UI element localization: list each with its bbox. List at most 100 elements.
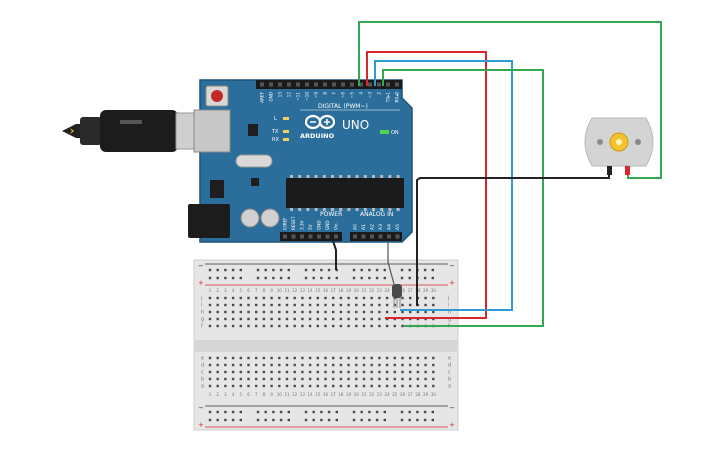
breadboard-hole[interactable]	[416, 418, 419, 422]
breadboard-hole[interactable]	[255, 296, 258, 300]
breadboard-hole[interactable]	[432, 370, 435, 374]
breadboard-hole[interactable]	[262, 317, 266, 321]
breadboard-hole[interactable]	[308, 303, 312, 307]
breadboard-hole[interactable]	[224, 356, 227, 360]
breadboard-hole[interactable]	[416, 370, 420, 374]
breadboard-hole[interactable]	[385, 310, 389, 314]
breadboard-hole[interactable]	[278, 370, 281, 374]
breadboard-hole[interactable]	[355, 317, 358, 321]
breadboard-hole[interactable]	[339, 377, 343, 381]
breadboard-hole[interactable]	[285, 310, 289, 314]
breadboard-hole[interactable]	[332, 303, 335, 307]
breadboard-hole[interactable]	[401, 324, 404, 328]
breadboard-hole[interactable]	[262, 384, 266, 388]
breadboard-hole[interactable]	[432, 303, 435, 307]
breadboard-hole[interactable]	[247, 384, 250, 388]
breadboard-hole[interactable]	[224, 410, 227, 414]
breadboard-hole[interactable]	[208, 356, 212, 360]
breadboard-hole[interactable]	[216, 310, 219, 314]
breadboard-hole[interactable]	[432, 296, 435, 300]
breadboard-hole[interactable]	[208, 276, 212, 280]
breadboard-hole[interactable]	[231, 418, 235, 422]
breadboard-hole[interactable]	[352, 410, 356, 414]
breadboard-hole[interactable]	[216, 303, 219, 307]
breadboard-hole[interactable]	[247, 303, 250, 307]
analog-pin-hole[interactable]	[370, 234, 374, 239]
breadboard-hole[interactable]	[224, 363, 227, 367]
breadboard-hole[interactable]	[270, 296, 273, 300]
breadboard-hole[interactable]	[355, 363, 358, 367]
breadboard-hole[interactable]	[247, 317, 250, 321]
breadboard-hole[interactable]	[270, 356, 273, 360]
breadboard-hole[interactable]	[385, 377, 389, 381]
breadboard-hole[interactable]	[293, 317, 296, 321]
breadboard-hole[interactable]	[231, 317, 235, 321]
breadboard-hole[interactable]	[239, 356, 242, 360]
breadboard-hole[interactable]	[316, 356, 319, 360]
breadboard-hole[interactable]	[347, 356, 350, 360]
breadboard-hole[interactable]	[320, 268, 323, 272]
digital-pin-hole[interactable]	[350, 82, 354, 87]
breadboard-hole[interactable]	[378, 363, 381, 367]
breadboard-hole[interactable]	[339, 363, 343, 367]
breadboard-hole[interactable]	[332, 317, 335, 321]
breadboard-hole[interactable]	[272, 410, 275, 414]
breadboard-hole[interactable]	[362, 303, 366, 307]
breadboard-hole[interactable]	[301, 296, 304, 300]
breadboard-hole[interactable]	[416, 310, 420, 314]
breadboard-hole[interactable]	[278, 317, 281, 321]
breadboard-hole[interactable]	[216, 356, 219, 360]
reset-button[interactable]	[211, 90, 223, 102]
breadboard-hole[interactable]	[256, 418, 260, 422]
breadboard-hole[interactable]	[270, 310, 273, 314]
breadboard-hole[interactable]	[279, 418, 283, 422]
breadboard-hole[interactable]	[375, 410, 379, 414]
breadboard-hole[interactable]	[231, 410, 235, 414]
breadboard-hole[interactable]	[208, 384, 212, 388]
breadboard-hole[interactable]	[370, 370, 373, 374]
breadboard-hole[interactable]	[355, 384, 358, 388]
breadboard-hole[interactable]	[262, 356, 266, 360]
breadboard-hole[interactable]	[301, 310, 304, 314]
breadboard-hole[interactable]	[270, 303, 273, 307]
power-pin-hole[interactable]	[334, 234, 338, 239]
breadboard-hole[interactable]	[370, 303, 373, 307]
breadboard-hole[interactable]	[255, 310, 258, 314]
breadboard-hole[interactable]	[247, 363, 250, 367]
power-pin-hole[interactable]	[283, 234, 287, 239]
breadboard-hole[interactable]	[324, 310, 327, 314]
breadboard-hole[interactable]	[409, 384, 412, 388]
breadboard-hole[interactable]	[431, 418, 434, 422]
breadboard-hole[interactable]	[355, 324, 358, 328]
breadboard-hole[interactable]	[339, 310, 343, 314]
breadboard-hole[interactable]	[239, 370, 242, 374]
wire-blue[interactable]	[374, 60, 513, 311]
breadboard-hole[interactable]	[301, 363, 304, 367]
breadboard-hole[interactable]	[327, 418, 331, 422]
breadboard-hole[interactable]	[264, 268, 267, 272]
breadboard-hole[interactable]	[370, 356, 373, 360]
breadboard-hole[interactable]	[224, 310, 227, 314]
digital-pin-hole[interactable]	[332, 82, 336, 87]
breadboard-hole[interactable]	[231, 377, 235, 381]
breadboard-hole[interactable]	[370, 296, 373, 300]
breadboard-hole[interactable]	[401, 303, 404, 307]
breadboard-hole[interactable]	[368, 418, 371, 422]
breadboard-hole[interactable]	[423, 276, 427, 280]
wire-black-motor[interactable]	[416, 175, 610, 306]
breadboard-hole[interactable]	[293, 356, 296, 360]
breadboard-hole[interactable]	[224, 303, 227, 307]
breadboard-hole[interactable]	[335, 276, 338, 280]
analog-pin-hole[interactable]	[395, 234, 400, 239]
breadboard-hole[interactable]	[385, 324, 389, 328]
breadboard-hole[interactable]	[378, 356, 381, 360]
breadboard-hole[interactable]	[239, 377, 242, 381]
breadboard-hole[interactable]	[324, 317, 327, 321]
breadboard-hole[interactable]	[316, 384, 319, 388]
breadboard-hole[interactable]	[316, 363, 319, 367]
breadboard-hole[interactable]	[279, 268, 283, 272]
breadboard-hole[interactable]	[272, 268, 275, 272]
breadboard-hole[interactable]	[224, 276, 227, 280]
breadboard-hole[interactable]	[216, 418, 219, 422]
